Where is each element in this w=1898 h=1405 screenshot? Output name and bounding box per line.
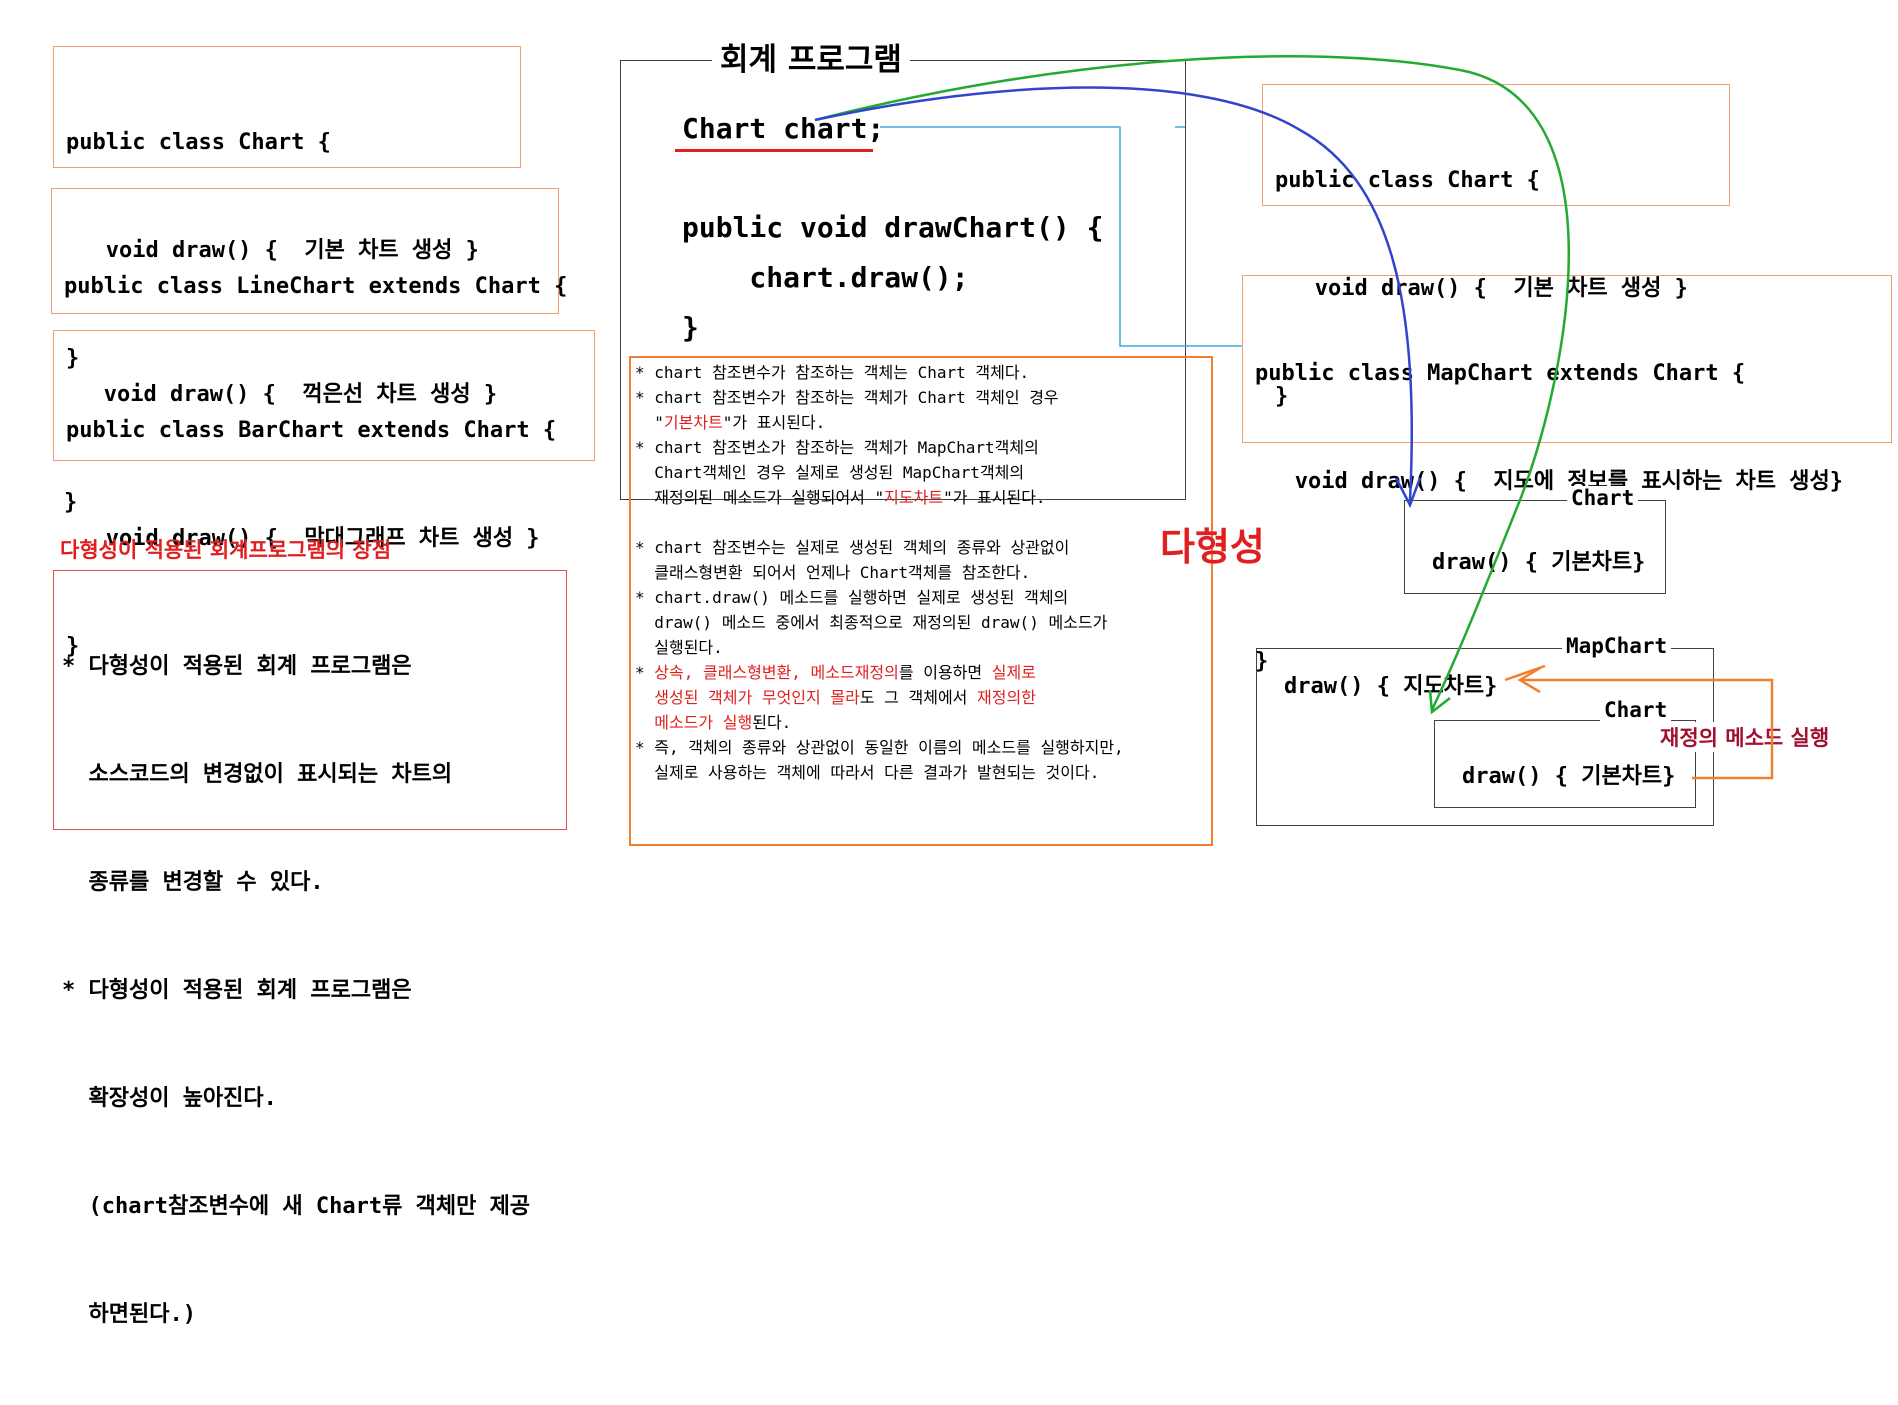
code-line: void draw() { 기본 차트 생성 } xyxy=(66,238,479,263)
method-line: public void drawChart() { xyxy=(682,211,1104,244)
note-line: 생성된 객체가 무엇인지 몰라도 그 객체에서 재정의한 xyxy=(635,685,1207,710)
note-line: * chart 참조변수가 참조하는 객체는 Chart 객체다. xyxy=(635,360,1207,385)
note-segment: 생성된 객체가 무엇인지 몰라 xyxy=(654,688,860,707)
note-segment: 된다. xyxy=(752,713,792,732)
note-line: "기본차트"가 표시된다. xyxy=(635,410,1207,435)
note-segment: draw() 메소드 중에서 최종적으로 재정의된 draw() 메소드가 xyxy=(635,613,1108,632)
note-segment: 실행된다. xyxy=(635,638,723,657)
note-line: 실행된다. xyxy=(635,635,1207,660)
polymorphism-label: 다형성 xyxy=(1160,525,1265,569)
advantages-text: * 다형성이 적용된 회계 프로그램은 소스코드의 변경없이 표시되는 차트의 … xyxy=(62,577,558,1405)
note-segment: 재정의된 메소드가 실행되어서 " xyxy=(635,488,885,507)
note-segment: * chart 참조변수는 실제로 생성된 객체의 종류와 상관없이 xyxy=(635,538,1070,557)
right-chart-class-box: public class Chart { void draw() { 기본 차트… xyxy=(1262,84,1730,409)
note-line xyxy=(635,510,1207,535)
code-line: public class LineChart extends Chart { xyxy=(64,274,568,299)
mapchart-class-box: public class MapChart extends Chart { vo… xyxy=(1242,275,1892,674)
note-line: Chart객체인 경우 실제로 생성된 MapChart객체의 xyxy=(635,460,1207,485)
code-line: void draw() { 꺽은선 차트 생성 } xyxy=(64,382,498,407)
note-line: * 상속, 클래스형변환, 메소드재정의를 이용하면 실제로 xyxy=(635,660,1207,685)
override-label: 재정의 메소드 실행 xyxy=(1658,722,1832,752)
note-line: draw() 메소드 중에서 최종적으로 재정의된 draw() 메소드가 xyxy=(635,610,1207,635)
code-line: public class Chart { xyxy=(66,130,331,155)
notes-box: * chart 참조변수가 참조하는 객체는 Chart 객체다. * chart… xyxy=(629,356,1213,846)
note-line: 재정의된 메소드가 실행되어서 "지도차트"가 표시된다. xyxy=(635,485,1207,510)
note-segment: * xyxy=(635,663,655,682)
code-line: } xyxy=(66,634,80,659)
chart-object-method: draw() { 기본차트} xyxy=(1432,550,1646,575)
advantages-heading: 다형성이 적용된 회계프로그램의 장점 xyxy=(60,538,392,562)
note-line: * chart 참조변소가 참조하는 객체가 MapChart객체의 xyxy=(635,435,1207,460)
linechart-class-box: public class LineChart extends Chart { v… xyxy=(51,188,567,515)
note-line: * chart 참조변수가 참조하는 객체가 Chart 객체인 경우 xyxy=(635,385,1207,410)
mapchart-object-method: draw() { 지도차트} xyxy=(1284,674,1498,699)
code-line: } xyxy=(64,490,78,515)
note-segment: 재정의한 xyxy=(977,688,1036,707)
chart-field-declaration: Chart chart; xyxy=(682,112,885,145)
note-segment: 를 이용하면 xyxy=(898,663,992,682)
field-underline xyxy=(675,149,873,152)
note-line: 클래스형변환 되어서 언제나 Chart객체를 참조한다. xyxy=(635,560,1207,585)
note-line: * chart.draw() 메소드를 실행하면 실제로 생성된 객체의 xyxy=(635,585,1207,610)
code-line: } xyxy=(66,346,80,371)
accounting-program-title: 회계 프로그램 xyxy=(712,34,910,79)
note-segment: "가 표시된다. xyxy=(722,413,826,432)
advantage-line: * 다형성이 적용된 회계 프로그램은 xyxy=(62,654,412,679)
note-segment: 기본차트 xyxy=(663,413,723,432)
code-line: public class Chart { xyxy=(1275,168,1540,193)
note-segment: 클래스형변환 되어서 언제나 Chart객체를 참조한다. xyxy=(635,563,1031,582)
advantage-line: 확장성이 높아진다. xyxy=(62,1086,277,1111)
note-segment: * chart.draw() 메소드를 실행하면 실제로 생성된 객체의 xyxy=(635,588,1069,607)
note-segment: 상속, 클래스형변환, 메소드재정의 xyxy=(654,663,899,682)
note-segment xyxy=(635,688,654,707)
barchart-class-box: public class BarChart extends Chart { vo… xyxy=(53,330,595,659)
note-line: * 즉, 객체의 종류와 상관없이 동일한 이름의 메소드를 실행하지만, xyxy=(635,735,1207,760)
note-segment: * chart 참조변소가 참조하는 객체가 MapChart객체의 xyxy=(635,438,1039,457)
note-line: 메소드가 실행된다. xyxy=(635,710,1207,735)
note-segment: Chart객체인 경우 실제로 생성된 MapChart객체의 xyxy=(635,463,1025,482)
note-segment: * 즉, 객체의 종류와 상관없이 동일한 이름의 메소드를 실행하지만, xyxy=(635,738,1124,757)
note-segment: 실제로 xyxy=(991,663,1036,682)
barchart-class-code: public class BarChart extends Chart { vo… xyxy=(66,341,582,737)
method-line: chart.draw(); xyxy=(682,261,969,294)
code-line: void draw() { 막대그래프 차트 생성 } xyxy=(66,526,540,551)
mapchart-inner-chart-method: draw() { 기본차트} xyxy=(1462,764,1676,789)
note-line: * chart 참조변수는 실제로 생성된 객체의 종류와 상관없이 xyxy=(635,535,1207,560)
note-segment: 도 그 객체에서 xyxy=(859,688,978,707)
note-segment xyxy=(635,713,654,732)
chart-class-box: public class Chart { void draw() { 기본 차트… xyxy=(53,46,521,371)
note-line: 실제로 사용하는 객체에 따라서 다른 결과가 발현되는 것이다. xyxy=(635,760,1207,785)
mapchart-object-label: MapChart xyxy=(1562,634,1672,658)
note-segment: 실제로 사용하는 객체에 따라서 다른 결과가 발현되는 것이다. xyxy=(635,763,1100,782)
advantage-line: 하면된다.) xyxy=(62,1302,196,1327)
drawchart-method: public void drawChart() { chart.draw(); … xyxy=(682,203,1103,353)
code-line: public class MapChart extends Chart { xyxy=(1255,361,1746,386)
code-line: public class BarChart extends Chart { xyxy=(66,418,557,443)
advantage-line: (chart참조변수에 새 Chart류 객체만 제공 xyxy=(62,1194,531,1219)
note-segment: "가 표시된다. xyxy=(943,488,1046,507)
advantage-line: 종류를 변경할 수 있다. xyxy=(62,870,324,895)
notes-content: * chart 참조변수가 참조하는 객체는 Chart 객체다. * chart… xyxy=(635,360,1207,785)
chart-object-label: Chart xyxy=(1567,486,1639,510)
chart-class-code: public class Chart { void draw() { 기본 차트… xyxy=(66,53,508,449)
mapchart-inner-chart-label: Chart xyxy=(1600,698,1672,722)
note-segment: " xyxy=(635,413,664,432)
note-segment: 메소드가 실행 xyxy=(654,713,753,732)
note-segment: * chart 참조변수가 참조하는 객체가 Chart 객체인 경우 xyxy=(635,388,1059,407)
linechart-class-code: public class LineChart extends Chart { v… xyxy=(64,197,568,593)
note-segment: * chart 참조변수가 참조하는 객체는 Chart 객체다. xyxy=(635,363,1030,382)
advantage-line: * 다형성이 적용된 회계 프로그램은 xyxy=(62,978,412,1003)
advantages-box: * 다형성이 적용된 회계 프로그램은 소스코드의 변경없이 표시되는 차트의 … xyxy=(53,570,567,1327)
advantage-line: 소스코드의 변경없이 표시되는 차트의 xyxy=(62,762,453,787)
note-segment: 지도차트 xyxy=(884,488,944,507)
method-line: } xyxy=(682,311,699,344)
